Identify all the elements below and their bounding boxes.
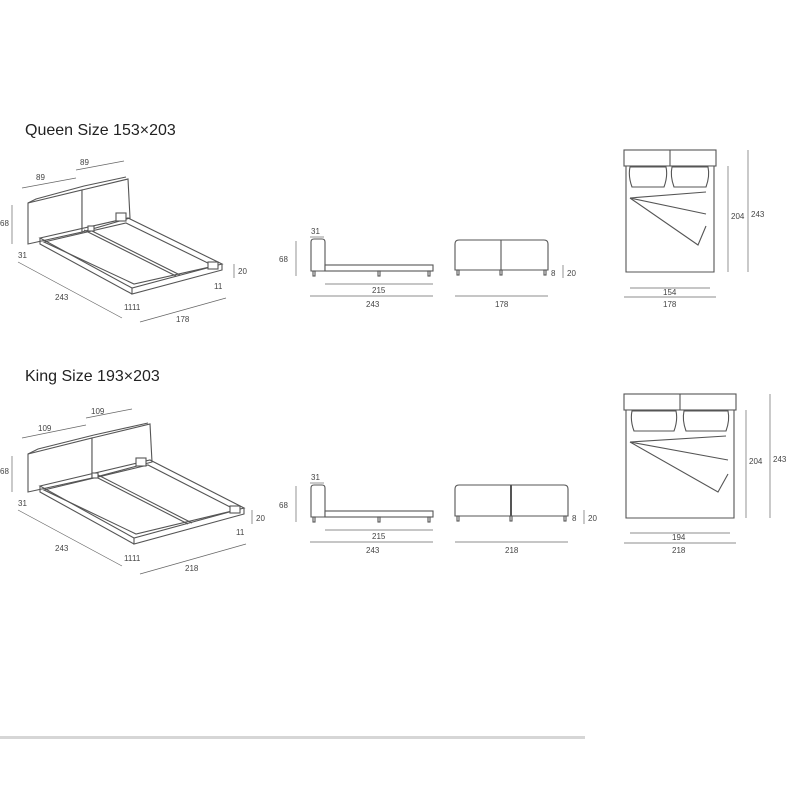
queen-front-height: 20 — [567, 269, 576, 278]
queen-front-leg: 8 — [551, 269, 556, 278]
king-iso-width-right: 109 — [91, 407, 105, 416]
king-side-inner-length: 215 — [372, 532, 386, 541]
queen-side-total-length: 243 — [366, 300, 380, 309]
queen-top-view: 154 178 204 243 — [623, 149, 765, 309]
king-front-height: 20 — [588, 514, 597, 523]
queen-iso-leg-a: 11 — [214, 282, 223, 291]
queen-front-view: 8 20 178 — [454, 239, 576, 309]
king-iso-leg-c: 11 — [132, 554, 141, 563]
queen-side-inner-length: 215 — [372, 286, 386, 295]
king-side-headboard-depth: 31 — [311, 473, 320, 482]
king-front-leg: 8 — [572, 514, 577, 523]
king-iso-leg-height: 20 — [256, 514, 265, 523]
king-side-view: 31 68 215 243 — [279, 473, 434, 555]
king-top-inner-width: 194 — [672, 533, 686, 542]
queen-top-inner-length: 204 — [731, 212, 745, 221]
king-top-outer-length: 243 — [773, 455, 787, 464]
queen-iso-height: 68 — [0, 219, 9, 228]
queen-isometric-view: 89 89 68 31 243 178 20 11 11 11 — [0, 158, 247, 324]
queen-iso-length: 243 — [55, 293, 69, 302]
queen-iso-width-right: 89 — [80, 158, 89, 167]
queen-iso-width: 178 — [176, 315, 190, 324]
queen-side-height: 68 — [279, 255, 288, 264]
king-iso-leg-a: 11 — [236, 528, 245, 537]
king-iso-width: 218 — [185, 564, 199, 573]
king-top-outer-width: 218 — [672, 546, 686, 555]
queen-side-headboard-depth: 31 — [311, 227, 320, 236]
king-iso-length: 243 — [55, 544, 69, 553]
king-size-title: King Size 193×203 — [25, 368, 160, 385]
queen-front-width: 178 — [495, 300, 509, 309]
queen-top-outer-length: 243 — [751, 210, 765, 219]
king-top-inner-length: 204 — [749, 457, 763, 466]
king-top-view: 194 218 204 243 — [623, 393, 787, 555]
king-side-height: 68 — [279, 501, 288, 510]
bottom-divider — [0, 736, 585, 739]
queen-iso-leg-b: 11 — [124, 303, 133, 312]
king-front-width: 218 — [505, 546, 519, 555]
queen-iso-width-left: 89 — [36, 173, 45, 182]
king-iso-headboard-depth: 31 — [18, 499, 27, 508]
king-front-view: 8 20 218 — [454, 484, 597, 555]
king-isometric-view: 109 109 68 31 243 218 20 11 11 11 — [0, 407, 265, 575]
queen-top-inner-width: 154 — [663, 288, 677, 297]
king-side-total-length: 243 — [366, 546, 380, 555]
queen-iso-headboard-depth: 31 — [18, 251, 27, 260]
queen-iso-leg-c: 11 — [132, 303, 141, 312]
queen-iso-leg-height: 20 — [238, 267, 247, 276]
queen-top-outer-width: 178 — [663, 300, 677, 309]
queen-size-title: Queen Size 153×203 — [25, 122, 176, 139]
queen-side-view: 31 68 215 243 — [279, 227, 434, 309]
king-iso-width-left: 109 — [38, 424, 52, 433]
king-iso-height: 68 — [0, 467, 9, 476]
king-iso-leg-b: 11 — [124, 554, 133, 563]
